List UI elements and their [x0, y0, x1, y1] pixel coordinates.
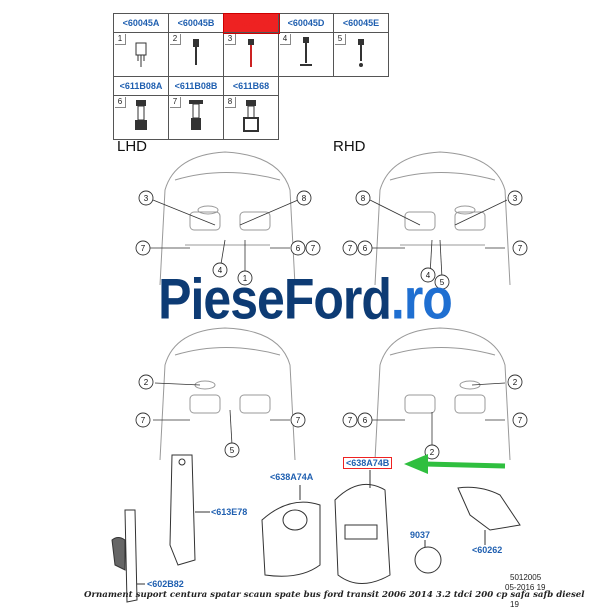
callout-3r: 3 — [513, 194, 518, 203]
callout-2bl: 2 — [144, 378, 149, 387]
part-cell-3[interactable]: 3 — [223, 32, 279, 77]
callout-7b: 7 — [311, 244, 316, 253]
bolt-icon — [135, 42, 147, 67]
clip-icon — [243, 100, 259, 132]
callout-7br: 7 — [348, 416, 353, 425]
image-caption: Ornament suport centura spatar scaun spa… — [84, 590, 585, 600]
ref-id: 5012005 — [510, 573, 542, 582]
part-cell-8[interactable]: 8 — [223, 95, 279, 140]
label-638a74b-highlighted[interactable]: <638A74B — [343, 457, 393, 469]
label-60262[interactable]: <60262 — [472, 545, 503, 555]
callout-6br: 6 — [363, 416, 368, 425]
part-cell-7[interactable]: 7 — [168, 95, 224, 140]
label-613e78[interactable]: <613E78 — [211, 507, 248, 517]
callout-7r2: 7 — [518, 244, 523, 253]
part-cell-5[interactable]: 5 — [333, 32, 389, 77]
screw-icon — [358, 39, 364, 67]
part-code-60045c-selected[interactable]: <60045C — [222, 12, 280, 34]
callout-7bl: 7 — [141, 416, 146, 425]
callout-2br2: 2 — [430, 448, 435, 457]
label-638a74a[interactable]: <638A74A — [270, 472, 314, 482]
screw-icon — [300, 37, 312, 66]
callout-7r: 7 — [348, 244, 353, 253]
callout-6r: 6 — [363, 244, 368, 253]
callout-7bl2: 7 — [296, 416, 301, 425]
watermark-logo: PieseFord.ro — [158, 266, 453, 332]
label-9037[interactable]: 9037 — [410, 530, 431, 540]
clip-icon — [189, 100, 203, 130]
screw-icon — [193, 39, 199, 65]
callout-5r: 5 — [440, 278, 445, 287]
rhd-label: RHD — [333, 138, 366, 155]
screw-icon — [248, 39, 254, 67]
ref-date: 05-2016 19 — [505, 583, 546, 592]
arrow-head-icon — [404, 454, 428, 474]
callout-5bl: 5 — [230, 446, 235, 455]
callout-1: 1 — [243, 274, 248, 283]
callout-4: 4 — [218, 266, 223, 275]
lhd-label: LHD — [117, 138, 148, 155]
callout-6: 6 — [296, 244, 301, 253]
label-602b82[interactable]: <602B82 — [147, 579, 184, 589]
part-cell-1[interactable]: 1 — [113, 32, 169, 77]
clip-icon — [135, 100, 147, 130]
callout-7br2: 7 — [518, 416, 523, 425]
callout-4r: 4 — [426, 271, 431, 280]
ref-page: 19 — [510, 600, 519, 609]
callout-7: 7 — [141, 244, 146, 253]
callout-2br: 2 — [513, 378, 518, 387]
highlight-arrow — [424, 461, 506, 469]
parts-table: <60045A <60045B <60045C <60045D <60045E … — [113, 12, 389, 140]
callout-3: 3 — [144, 194, 149, 203]
callout-8r: 8 — [361, 194, 366, 203]
callout-8: 8 — [302, 194, 307, 203]
part-cell-6[interactable]: 6 — [113, 95, 169, 140]
part-cell-4[interactable]: 4 — [278, 32, 334, 77]
